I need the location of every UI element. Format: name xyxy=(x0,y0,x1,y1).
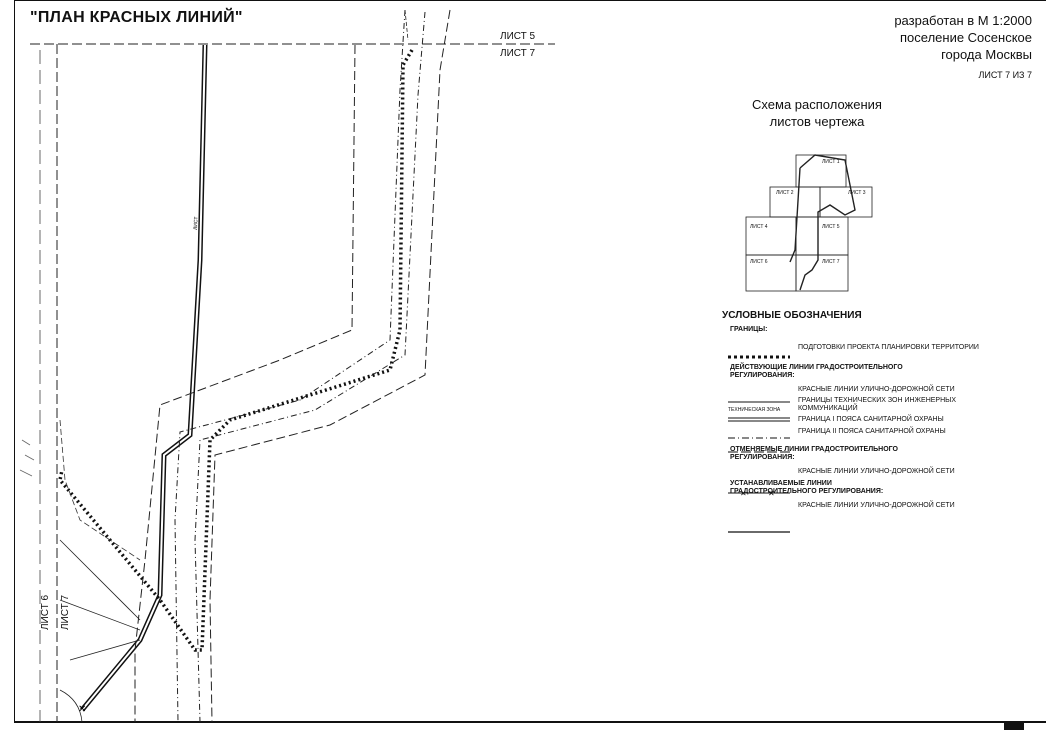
legend: УСЛОВНЫЕ ОБОЗНАЧЕНИЯ ГРАНИЦЫ: ПОДГОТОВКИ… xyxy=(722,310,1042,512)
planning-border xyxy=(58,49,414,652)
sheet-label-7-top: ЛИСТ 7 xyxy=(500,48,536,59)
legend-symbol-dashdot xyxy=(728,415,790,425)
legend-row-existing-red: КРАСНЫЕ ЛИНИИ УЛИЧНО-ДОРОЖНОЙ СЕТИ xyxy=(728,384,1042,396)
legend-text-existing-red: КРАСНЫЕ ЛИНИИ УЛИЧНО-ДОРОЖНОЙ СЕТИ xyxy=(798,386,955,393)
scheme-cell-4: ЛИСТ 4 xyxy=(750,224,768,230)
info-settlement: поселение Сосенское xyxy=(900,30,1032,45)
scheme-cell-2: ЛИСТ 2 xyxy=(776,190,794,196)
legend-tech-zone-small: ТЕХНИЧЕСКАЯ ЗОНА xyxy=(728,407,781,413)
cancel-mark: ✕ xyxy=(78,704,86,715)
road-label: ЛИСТ xyxy=(193,216,199,230)
scheme-title-line1: Схема расположения xyxy=(752,97,882,112)
hatch-line-1 xyxy=(59,539,141,621)
scheme-cell-7: ЛИСТ 7 xyxy=(822,259,840,265)
legend-row-tech: ТЕХНИЧЕСКАЯ ЗОНА ГРАНИЦЫ ТЕХНИЧЕСКИХ ЗОН… xyxy=(728,396,1042,414)
info-scale: разработан в М 1:2000 xyxy=(894,13,1032,28)
corner-stamp-mark xyxy=(1004,722,1024,730)
road-line-inner xyxy=(81,44,206,711)
frame-left xyxy=(14,0,15,722)
sheet-scheme xyxy=(745,154,873,292)
legend-new-header: УСТАНАВЛИВАЕМЫЕ ЛИНИИ ГРАДОСТРОИТЕЛЬНОГО… xyxy=(730,480,884,495)
sheet-label-7-left: ЛИСТ 7 xyxy=(60,594,71,630)
frame-bottom xyxy=(14,721,1046,723)
boundary-dash-2 xyxy=(174,9,406,723)
legend-borders-label: ГРАНИЦЫ: xyxy=(730,326,768,333)
legend-text-sanitary2: ГРАНИЦА II ПОЯСА САНИТАРНОЙ ОХРАНЫ xyxy=(798,428,946,435)
info-sheet-number: ЛИСТ 7 ИЗ 7 xyxy=(978,70,1033,80)
legend-symbol-crossed xyxy=(728,467,790,477)
legend-text-planning: ПОДГОТОВКИ ПРОЕКТА ПЛАНИРОВКИ ТЕРРИТОРИИ xyxy=(798,344,979,351)
scheme-cell-1: ЛИСТ 1 xyxy=(822,159,840,165)
scheme-title: Схема расположения листов чертежа xyxy=(732,96,902,130)
legend-symbol-dotted xyxy=(728,343,790,353)
boundary-dash-1 xyxy=(134,44,356,722)
sheet-label-5: ЛИСТ 5 xyxy=(500,31,536,42)
legend-existing-header: ДЕЙСТВУЮЩИЕ ЛИНИИ ГРАДОСТРОИТЕЛЬНОГО РЕГ… xyxy=(730,364,903,379)
scheme-cell-3: ЛИСТ 3 xyxy=(848,190,866,196)
legend-header: УСЛОВНЫЕ ОБОЗНАЧЕНИЯ xyxy=(722,310,862,321)
svg-text:✕: ✕ xyxy=(768,489,775,498)
legend-symbols: ✕ ✕ xyxy=(728,355,790,533)
scheme-cell-5: ЛИСТ 5 xyxy=(822,224,840,230)
arc-line xyxy=(59,689,83,723)
legend-symbol-dash xyxy=(728,427,790,437)
boundary-left-dash xyxy=(59,419,141,561)
road-line-outer xyxy=(80,44,208,712)
boundary-dash-3 xyxy=(194,11,426,723)
legend-symbol-new xyxy=(728,501,790,511)
legend-text-new: КРАСНЫЕ ЛИНИИ УЛИЧНО-ДОРОЖНОЙ СЕТИ xyxy=(798,502,955,509)
legend-cancelled-header: ОТМЕНЯЕМЫЕ ЛИНИИ ГРАДОСТРОИТЕЛЬНОГО РЕГУ… xyxy=(730,446,898,461)
legend-symbol-tech: ТЕХНИЧЕСКАЯ ЗОНА xyxy=(728,400,790,413)
frame-top xyxy=(14,0,1046,1)
scheme-title-line2: листов чертежа xyxy=(769,114,865,129)
legend-row-cancelled: КРАСНЫЕ ЛИНИИ УЛИЧНО-ДОРОЖНОЙ СЕТИ xyxy=(728,466,1042,478)
boundary-dash-4 xyxy=(209,9,451,723)
drawing-title: "ПЛАН КРАСНЫХ ЛИНИЙ" xyxy=(30,9,243,26)
scheme-cell-6: ЛИСТ 6 xyxy=(750,259,768,265)
hatch-line-2 xyxy=(59,599,141,631)
legend-text-tech: ГРАНИЦЫ ТЕХНИЧЕСКИХ ЗОН ИНЖЕНЕРНЫХ КОММУ… xyxy=(798,397,957,412)
legend-symbol-solid xyxy=(728,385,790,395)
drawing-info: разработан в М 1:2000 поселение Сосенско… xyxy=(894,12,1032,84)
legend-row-planning: ПОДГОТОВКИ ПРОЕКТА ПЛАНИРОВКИ ТЕРРИТОРИИ xyxy=(728,342,1042,354)
legend-row-sanitary1: ГРАНИЦА I ПОЯСА САНИТАРНОЙ ОХРАНЫ xyxy=(728,414,1042,426)
info-city: города Москвы xyxy=(941,47,1032,62)
svg-text:✕: ✕ xyxy=(740,489,747,498)
legend-row-new: КРАСНЫЕ ЛИНИИ УЛИЧНО-ДОРОЖНОЙ СЕТИ xyxy=(728,500,1042,512)
tick-top-1 xyxy=(404,9,409,41)
legend-text-cancelled: КРАСНЫЕ ЛИНИИ УЛИЧНО-ДОРОЖНОЙ СЕТИ xyxy=(798,468,955,475)
left-edge-marks xyxy=(19,439,35,477)
sheet-label-6: ЛИСТ 6 xyxy=(40,594,51,630)
legend-text-sanitary1: ГРАНИЦА I ПОЯСА САНИТАРНОЙ ОХРАНЫ xyxy=(798,416,944,423)
hatch-line-3 xyxy=(69,639,141,661)
legend-row-sanitary2: ГРАНИЦА II ПОЯСА САНИТАРНОЙ ОХРАНЫ xyxy=(728,426,1042,438)
